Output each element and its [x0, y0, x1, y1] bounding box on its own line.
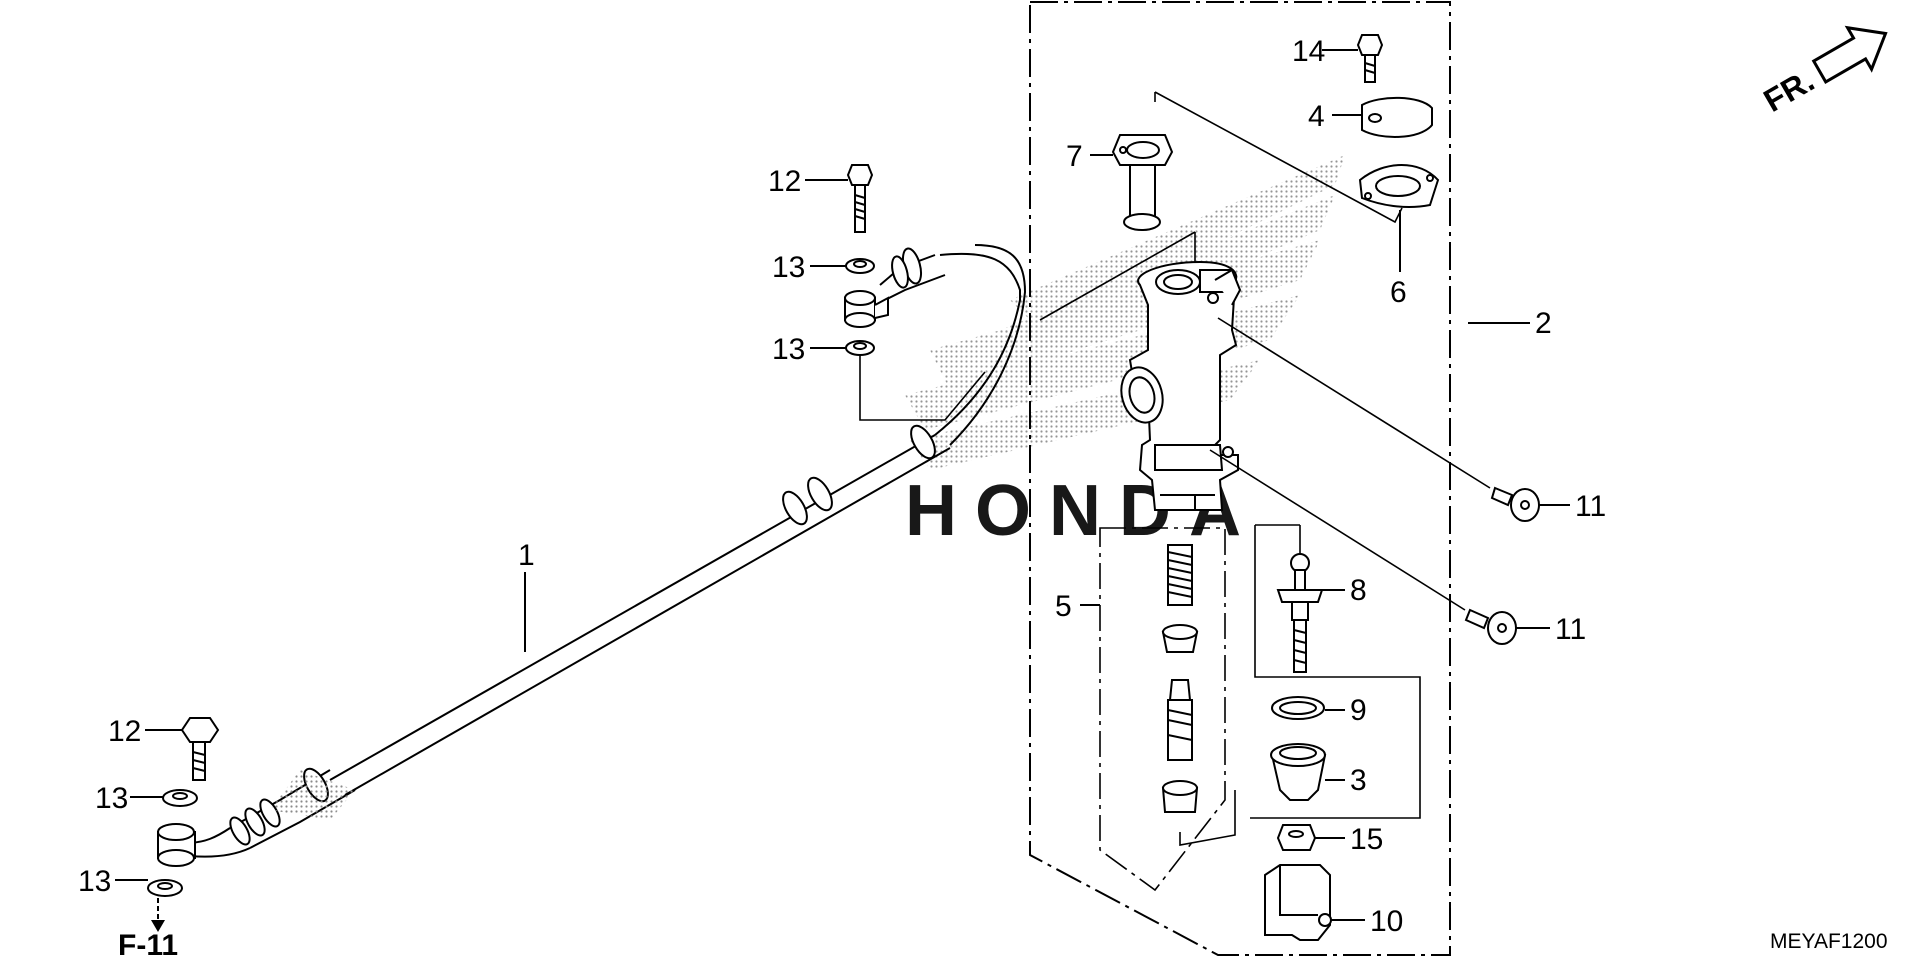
piston	[1167, 679, 1193, 761]
leader-lines	[115, 49, 1570, 921]
reservoir-cap	[1361, 96, 1433, 138]
callout-8: 8	[1350, 574, 1367, 607]
reference-arrow-head	[151, 920, 165, 932]
hose-collars	[229, 247, 936, 846]
hose-sheath-stipple	[270, 770, 355, 820]
upper-fitting-guide	[859, 355, 986, 421]
assembly-group-box	[1029, 1, 1451, 956]
joint-nut	[1276, 824, 1317, 851]
item5-guide	[1179, 790, 1236, 846]
upper-washer-1	[845, 258, 875, 274]
upper-banjo-fitting	[844, 290, 889, 328]
callout-4: 4	[1308, 100, 1325, 133]
circlip	[1271, 696, 1325, 720]
callout-7: 7	[1066, 140, 1083, 173]
upper-bolt	[846, 164, 874, 233]
lower-washer-2	[147, 879, 183, 897]
push-rod-clevis	[1264, 864, 1332, 941]
callout-13-lower-1: 13	[95, 782, 128, 815]
callout-5: 5	[1055, 590, 1072, 623]
brake-hose	[189, 244, 1027, 858]
callout-13-upper-2: 13	[772, 333, 805, 366]
lower-washer-1	[162, 789, 198, 807]
piston-spring	[1167, 544, 1193, 606]
callout-13-lower-2: 13	[78, 865, 111, 898]
reservoir-connector	[1111, 134, 1174, 231]
reference-label: F-11	[118, 929, 178, 960]
piston-cup	[1161, 780, 1199, 813]
callout-2: 2	[1535, 307, 1552, 340]
callout-15: 15	[1350, 823, 1383, 856]
callout-14: 14	[1292, 35, 1325, 68]
dust-boot	[1270, 743, 1327, 801]
item5-group-box	[1099, 527, 1226, 892]
callout-3: 3	[1350, 764, 1367, 797]
lower-bolt	[180, 717, 220, 781]
callout-10: 10	[1370, 905, 1403, 938]
upper-washer-2	[845, 340, 875, 356]
piston-seat	[1161, 624, 1199, 653]
callout-11-upper: 11	[1575, 490, 1606, 523]
honda-watermark: HONDA	[905, 155, 1345, 551]
callout-12-upper: 12	[768, 165, 801, 198]
callout-13-upper-1: 13	[772, 251, 805, 284]
callout-9: 9	[1350, 694, 1367, 727]
master-cylinder-body	[1120, 260, 1242, 511]
callout-6: 6	[1390, 276, 1407, 309]
callout-1: 1	[518, 539, 535, 572]
front-direction-indicator: FR.	[1758, 25, 1888, 119]
mounting-bolt-upper	[1490, 486, 1540, 522]
direction-label: FR.	[1758, 62, 1821, 119]
lower-banjo-fitting	[157, 823, 196, 867]
front-arrow-icon	[1811, 25, 1888, 84]
callout-11-lower: 11	[1555, 613, 1586, 646]
diaphragm-plate	[1358, 164, 1440, 208]
push-rod	[1276, 553, 1324, 673]
mounting-bolt-lower	[1464, 608, 1517, 645]
cap-screw	[1356, 34, 1384, 83]
callout-12-lower: 12	[108, 715, 141, 748]
callout-labels: 1 2 3 4 5 6 7 8 9 10 11 11 12 12 13 13 1…	[78, 35, 1606, 938]
assembly-guides	[1039, 91, 1491, 819]
diagram-code: MEYAF1200	[1770, 930, 1888, 953]
